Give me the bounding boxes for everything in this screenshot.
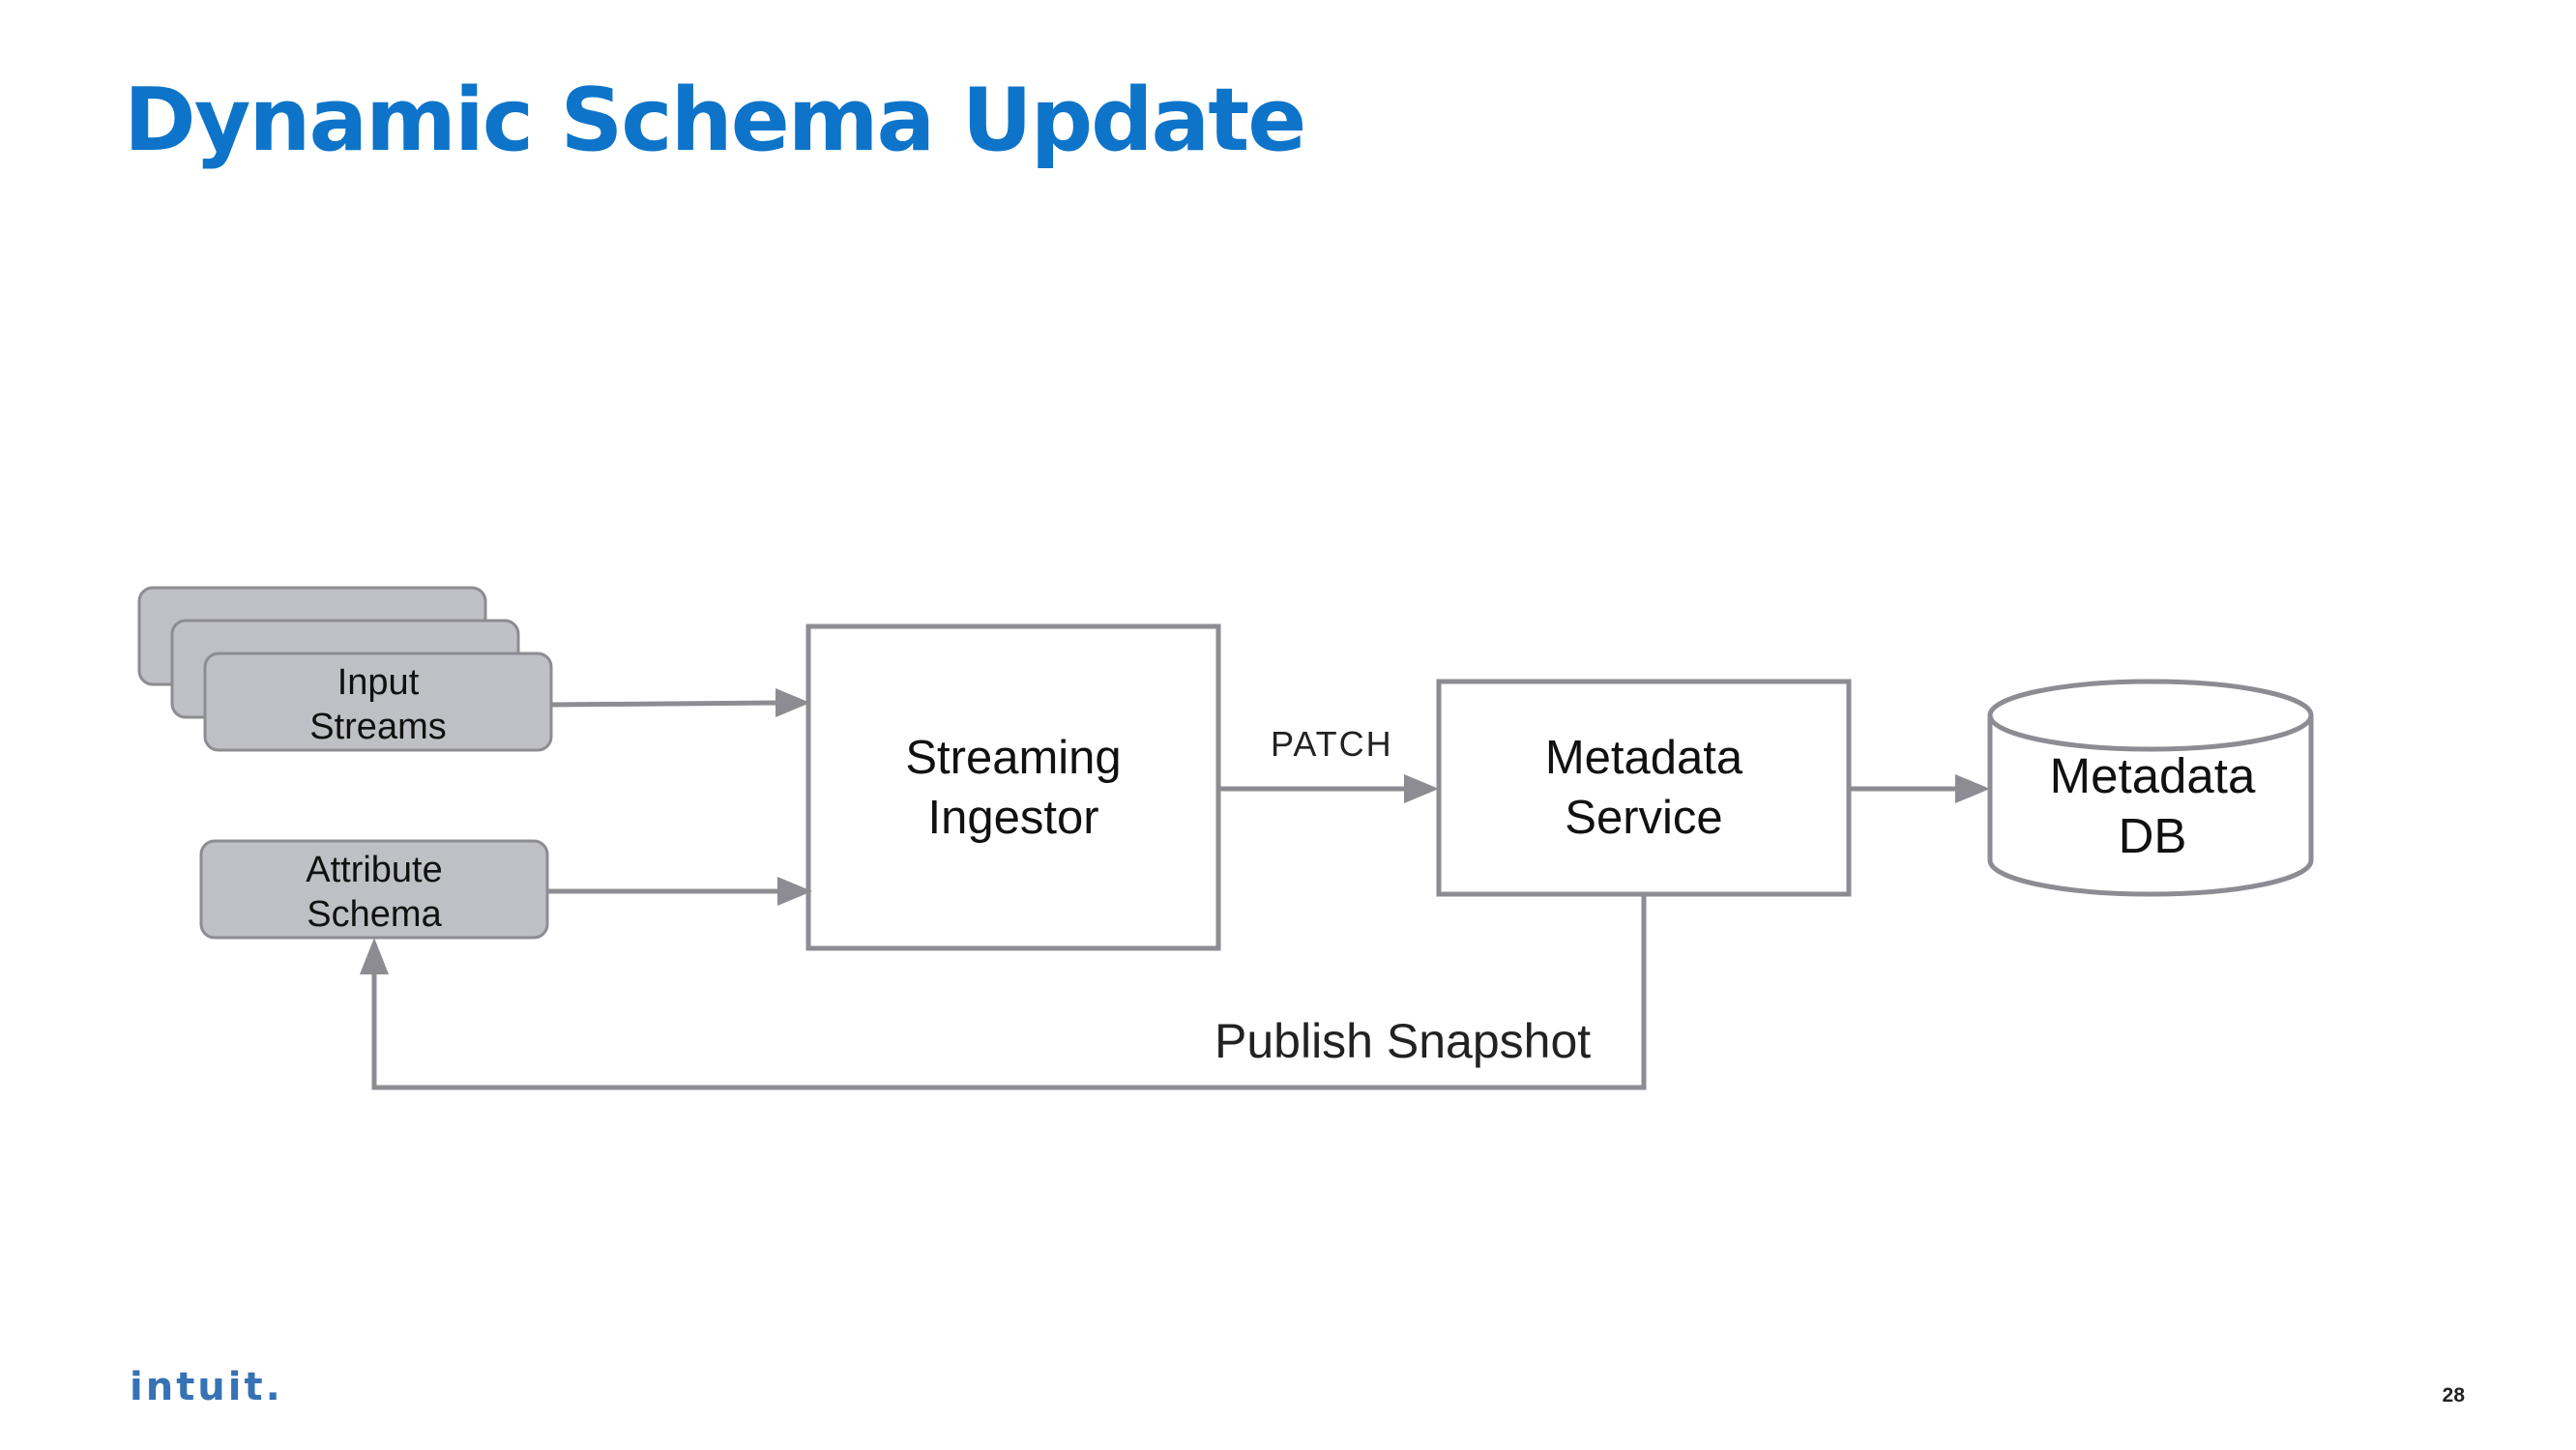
input-stream-card-front xyxy=(203,652,553,752)
publish-snapshot-edge-label: Publish Snapshot xyxy=(1215,1014,1591,1068)
arrow-ingestor-to-metadata-service xyxy=(1218,774,1439,803)
metadata-service-label-line2: Service xyxy=(1565,792,1722,844)
metadata-service-node: Metadata Service xyxy=(1436,679,1852,897)
metadata-service-label-line1: Metadata xyxy=(1545,732,1743,784)
arrow-attribute-schema-to-ingestor xyxy=(547,877,812,906)
metadata-db-cylinder-body xyxy=(1987,715,2314,897)
metadata-db-label-line2: DB xyxy=(2119,808,2187,863)
input-streams-node: Input Streams xyxy=(137,586,553,752)
streaming-ingestor-label-line2: Ingestor xyxy=(927,792,1098,844)
arrow-publish-snapshot-to-attribute-schema xyxy=(360,894,1647,1090)
arrow-metadata-service-to-db xyxy=(1849,774,1990,803)
streaming-ingestor-label-line1: Streaming xyxy=(905,732,1121,784)
attribute-schema-label-line2: Schema xyxy=(307,894,442,935)
metadata-service-box xyxy=(1436,679,1852,897)
input-streams-label-line2: Streams xyxy=(309,707,446,747)
metadata-db-label-line1: Metadata xyxy=(2050,748,2256,803)
page-number: 28 xyxy=(2442,1384,2465,1406)
slide-title: Dynamic Schema Update xyxy=(124,70,1306,171)
metadata-db-cylinder-top xyxy=(1987,679,2314,752)
input-streams-label-line1: Input xyxy=(337,662,420,703)
attribute-schema-node: Attribute Schema xyxy=(199,839,549,940)
arrow-input-streams-to-ingestor xyxy=(550,688,810,717)
streaming-ingestor-node: Streaming Ingestor xyxy=(805,624,1221,951)
intuit-logo: intuit. xyxy=(130,1365,283,1409)
streaming-ingestor-box xyxy=(805,624,1221,951)
metadata-db-node: Metadata DB xyxy=(1987,679,2314,897)
attribute-schema-label-line1: Attribute xyxy=(306,850,443,890)
patch-edge-label: PATCH xyxy=(1271,724,1393,764)
